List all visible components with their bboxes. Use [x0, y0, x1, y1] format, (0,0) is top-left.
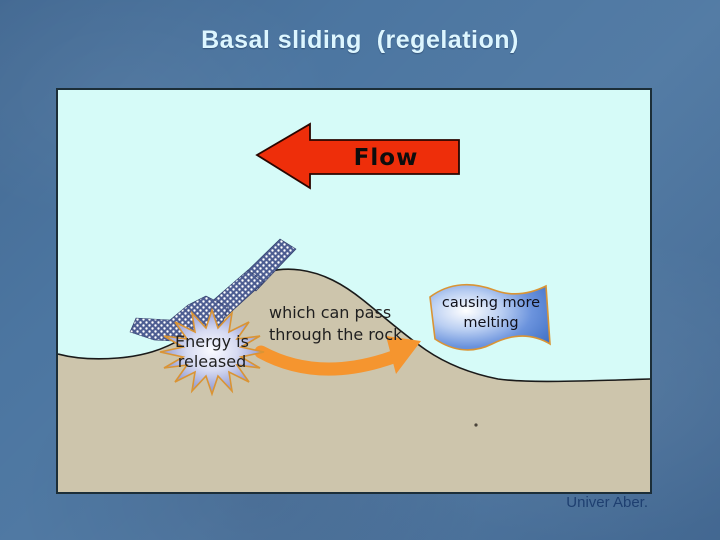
pass-label-line2: through the rock [269, 325, 403, 344]
heat-arrow-head [386, 336, 421, 374]
energy-label-line1: Energy is [175, 332, 249, 351]
heat-arrow-body [254, 345, 403, 376]
energy-starburst [159, 307, 265, 397]
energy-label-line2: released [178, 352, 247, 371]
slide-title: Basal sliding (regelation) [201, 26, 519, 54]
melting-label-line2: melting [463, 315, 518, 331]
flow-label: Flow [354, 145, 419, 171]
melting-banner [429, 283, 551, 351]
diagram-frame: Flow Energy is released which can pass t… [56, 88, 652, 494]
credit-text: Univer Aber. [566, 494, 648, 511]
melting-label-line1: causing more [442, 295, 540, 311]
diagram-canvas: Flow Energy is released which can pass t… [58, 90, 650, 492]
flow-arrow [255, 122, 460, 190]
rock-surface-line [58, 268, 650, 383]
heat-arrow [254, 336, 421, 376]
rock-speck [474, 423, 478, 427]
pass-label-line1: which can pass [269, 303, 391, 322]
